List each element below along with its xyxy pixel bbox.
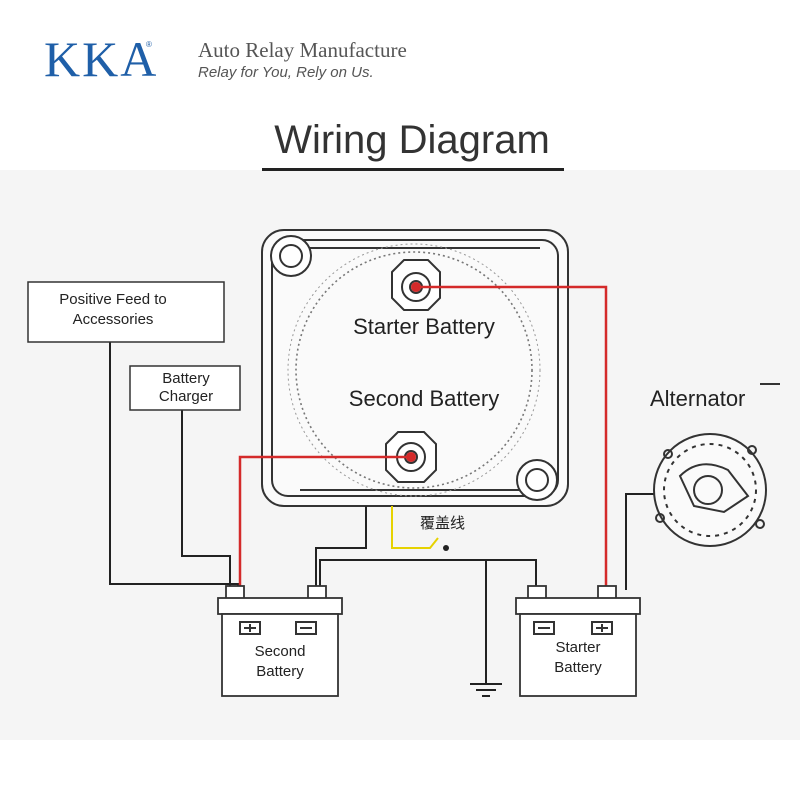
alternator bbox=[653, 383, 780, 547]
second-battery-body bbox=[217, 585, 343, 697]
header: KKA ® Auto Relay Manufacture Relay for Y… bbox=[0, 0, 800, 110]
company-slogan: Relay for You, Rely on Us. bbox=[198, 64, 374, 81]
override-wire-label: 覆盖线 bbox=[420, 515, 466, 532]
relay-second-label: Second Battery bbox=[348, 386, 500, 411]
yellow-override-wire bbox=[391, 506, 439, 549]
registered-mark: ® bbox=[146, 40, 152, 49]
second-battery-minus-icon bbox=[295, 621, 317, 635]
second-battery-plus-icon bbox=[239, 621, 261, 635]
red-wire-dot-top bbox=[411, 282, 421, 292]
relay-dotted-circle bbox=[287, 243, 541, 497]
title-underline bbox=[262, 168, 564, 171]
ground-symbol bbox=[470, 683, 502, 697]
second-battery-label: Second Battery bbox=[254, 643, 306, 680]
override-contact bbox=[443, 545, 449, 551]
mount-hole-top-left bbox=[270, 235, 312, 277]
positive-feed-label: Positive Feed to Accessories bbox=[59, 291, 167, 328]
page-title: Wiring Diagram bbox=[274, 118, 550, 162]
starter-battery-minus-icon bbox=[533, 621, 555, 635]
starter-battery-label: Starter Battery bbox=[554, 639, 602, 676]
mount-hole-bottom-right bbox=[516, 459, 558, 501]
kka-logo: KKA bbox=[44, 31, 159, 87]
alternator-label: Alternator bbox=[650, 386, 746, 411]
starter-battery-plus-icon bbox=[591, 621, 613, 635]
positive-feed-box bbox=[27, 281, 225, 343]
relay-body bbox=[261, 229, 569, 507]
relay-starter-label: Starter Battery bbox=[353, 314, 495, 339]
battery-charger-label: Battery Charger bbox=[158, 370, 214, 405]
battery-charger-box bbox=[129, 365, 241, 411]
company-name: Auto Relay Manufacture bbox=[198, 38, 407, 62]
red-wires bbox=[238, 285, 608, 590]
red-wire-dot-bottom bbox=[406, 452, 416, 462]
